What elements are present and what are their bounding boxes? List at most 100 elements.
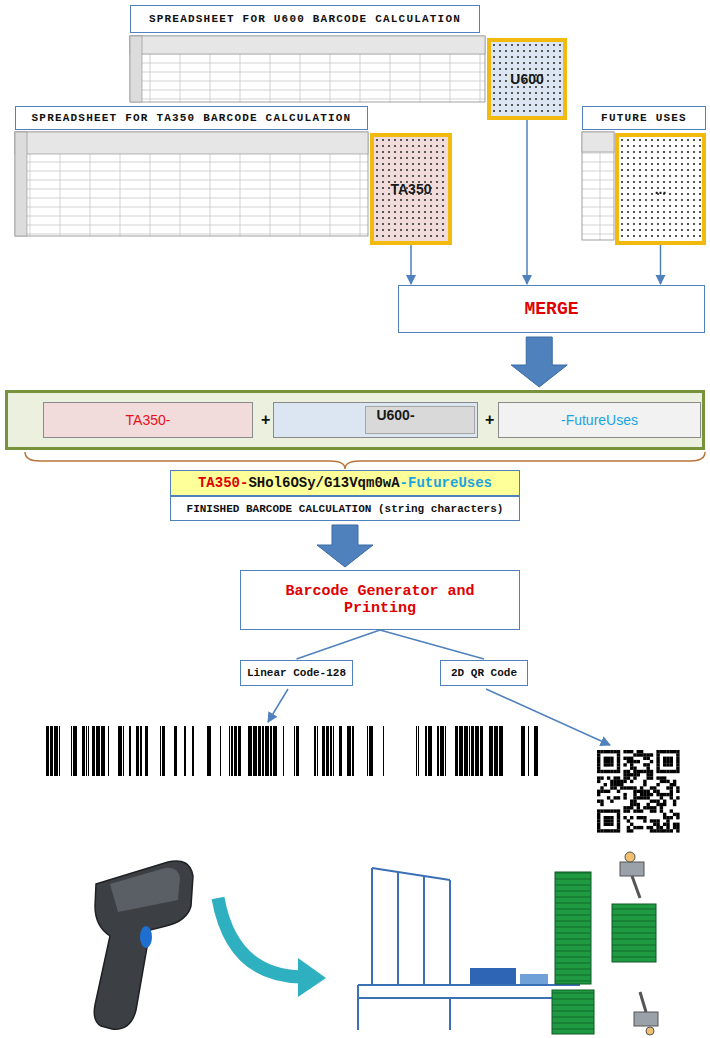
qr-module	[610, 760, 613, 763]
leader-arrow	[486, 689, 610, 745]
qr-module	[656, 753, 659, 756]
qr-module	[630, 823, 633, 826]
qr-module	[643, 757, 646, 760]
block-arrow	[511, 337, 567, 387]
qr-module	[653, 806, 656, 809]
qr-module	[647, 763, 650, 766]
qr-module	[617, 750, 620, 753]
barcode-bar	[192, 726, 194, 776]
barcode-bar	[229, 726, 230, 776]
node-label: Linear Code-128	[247, 667, 346, 679]
qr-module	[630, 803, 633, 806]
barcode-bar	[440, 726, 444, 776]
spreadsheet-ta350	[15, 132, 368, 236]
qr-module	[656, 767, 659, 770]
qr-module	[673, 783, 676, 786]
qr-module	[660, 806, 663, 809]
qr-module	[670, 809, 673, 812]
qr-module	[633, 770, 636, 773]
qr-module	[614, 776, 617, 779]
qr-module	[610, 809, 613, 812]
qr-module	[614, 780, 617, 783]
barcode-bar	[207, 726, 211, 776]
qr-module	[676, 757, 679, 760]
qr-module	[670, 750, 673, 753]
qr-module	[666, 763, 669, 766]
qr-module	[673, 750, 676, 753]
qr-module	[614, 829, 617, 832]
qr-module	[597, 823, 600, 826]
qr-module	[647, 757, 650, 760]
qr-module	[660, 750, 663, 753]
curly-brace	[25, 452, 705, 469]
circuit-board	[555, 872, 591, 984]
qr-module	[617, 790, 620, 793]
qr-module	[666, 823, 669, 826]
qr-module	[673, 803, 676, 806]
node-label: FUTURE USES	[601, 112, 687, 124]
part-box: TA350-	[43, 402, 253, 438]
qr-module	[637, 790, 640, 793]
qr-module	[597, 767, 600, 770]
node-label: SHol6OSy/G13Vqm0wA	[248, 475, 399, 491]
qr-module	[627, 773, 630, 776]
qr-module	[630, 806, 633, 809]
qr-module	[627, 819, 630, 822]
frame-post	[371, 868, 373, 985]
qr-module	[600, 803, 603, 806]
qr-module	[666, 826, 669, 829]
qr-module	[627, 826, 630, 829]
node-label: U600	[510, 71, 543, 87]
qr-module	[617, 760, 620, 763]
qr-module	[647, 790, 650, 793]
qr-module	[600, 809, 603, 812]
flow-arrow-shaft	[218, 898, 302, 977]
node-label: ...	[655, 181, 667, 197]
barcode-bar	[123, 726, 124, 776]
qr-module	[597, 813, 600, 816]
node-label: -FutureUses	[561, 412, 638, 428]
qr-module	[633, 800, 636, 803]
barcode-bar	[273, 726, 277, 776]
qr-module	[663, 757, 666, 760]
node-label: SPREADSHEET FOR TA350 BARCODE CALCULATIO…	[32, 112, 352, 124]
qr-module	[627, 760, 630, 763]
merge-band: ++TA350-U600--FutureUses	[5, 390, 705, 450]
connector	[297, 630, 380, 659]
qr-module	[630, 750, 633, 753]
qr-module	[650, 773, 653, 776]
barcode-bar	[455, 726, 458, 776]
qr-module	[676, 763, 679, 766]
qr-module	[653, 800, 656, 803]
qr-module	[666, 770, 669, 773]
qr-module	[610, 780, 613, 783]
barcode-bar	[317, 726, 318, 776]
barcode-bar	[50, 726, 53, 776]
qr-module	[610, 819, 613, 822]
qr-module	[633, 796, 636, 799]
qr-module	[640, 753, 643, 756]
qr-module	[633, 793, 636, 796]
qr-module	[633, 786, 636, 789]
barcode-bar	[445, 726, 446, 776]
barcode-bar	[258, 726, 261, 776]
frame-leg	[449, 998, 451, 1030]
qr-module	[627, 809, 630, 812]
connector	[526, 120, 528, 284]
qr-module	[630, 773, 633, 776]
qr-module	[597, 793, 600, 796]
connector	[410, 245, 412, 284]
qr-module	[633, 776, 636, 779]
qr-module	[627, 786, 630, 789]
qr-module	[676, 816, 679, 819]
qr-module	[597, 763, 600, 766]
qr-module	[643, 780, 646, 783]
qr-module	[597, 780, 600, 783]
qr-module	[673, 800, 676, 803]
qr-module	[660, 776, 663, 779]
qr-module	[673, 780, 676, 783]
qr-module	[627, 757, 630, 760]
qr-module	[617, 819, 620, 822]
qr-module	[620, 783, 623, 786]
qr-module	[633, 767, 636, 770]
